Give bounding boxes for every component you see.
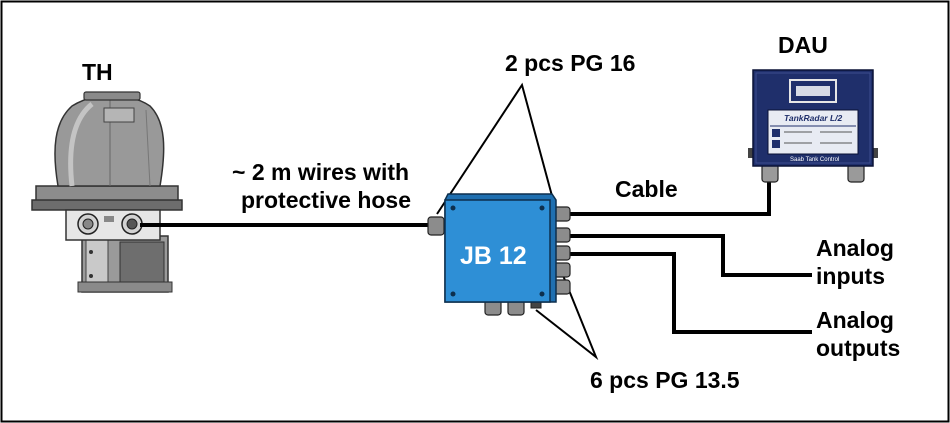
wires-label-line2: protective hose [241,187,411,213]
jb12-label: JB 12 [460,242,527,270]
cable-label: Cable [615,176,678,202]
pg16-label: 2 pcs PG 16 [505,50,635,76]
wire-analog-outputs [566,252,812,334]
dau-device [748,69,878,183]
dau-brand-text: TankRadar L/2 [784,113,843,123]
pointer-pg16 [436,82,556,215]
analog-outputs-label-line1: Analog [816,307,894,333]
pointer-pg135 [535,262,599,361]
dau-maker-text: Saab Tank Control [790,157,839,163]
jb12-box [427,193,571,316]
pg135-label: 6 pcs PG 13.5 [590,367,740,393]
th-device [31,91,183,293]
cable-jb-to-dau [566,178,771,216]
analog-inputs-label-line2: inputs [816,263,885,289]
dau-label: DAU [778,32,828,58]
wires-label-line1: ~ 2 m wires with [232,159,409,185]
analog-inputs-label-line1: Analog [816,235,894,261]
wire-analog-inputs [566,234,812,277]
analog-outputs-label-line2: outputs [816,335,900,361]
th-label: TH [82,59,113,85]
